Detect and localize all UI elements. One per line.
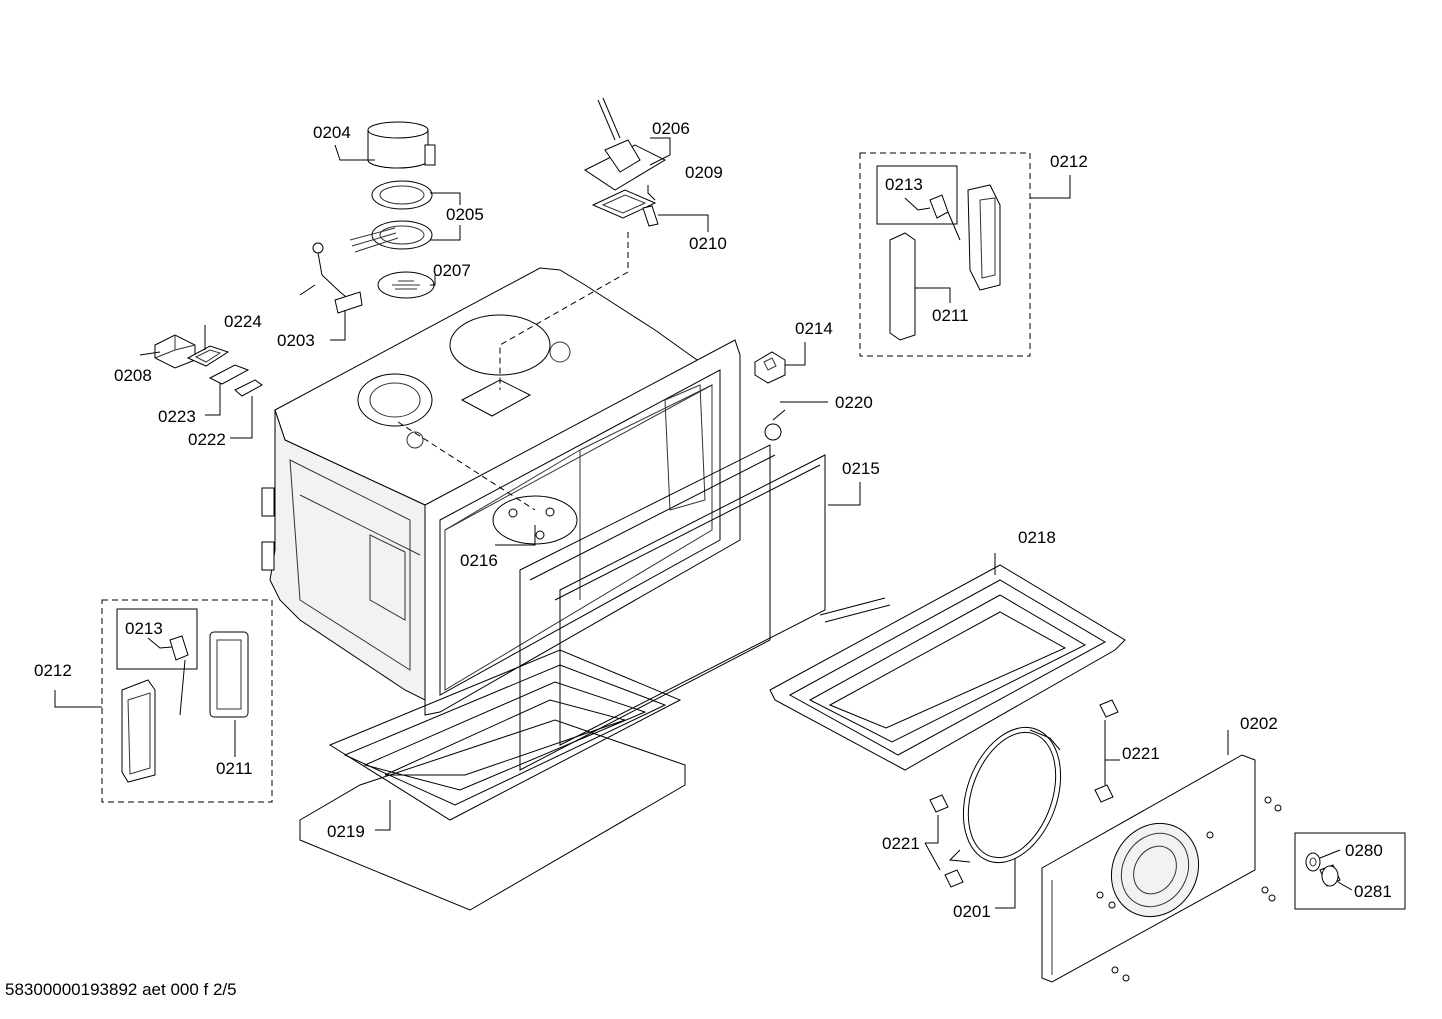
ring-heater — [948, 726, 1062, 864]
leader-lines — [54, 137, 1353, 909]
side-rack-supports — [519, 409, 826, 771]
label-0214[interactable]: 0214 — [795, 319, 833, 338]
label-0210[interactable]: 0210 — [689, 234, 727, 253]
label-0220[interactable]: 0220 — [835, 393, 873, 412]
label-0206[interactable]: 0206 — [652, 119, 690, 138]
bottom-heater — [299, 649, 686, 911]
label-0219[interactable]: 0219 — [327, 822, 365, 841]
label-0211-top[interactable]: 0211 — [932, 306, 969, 325]
label-0207[interactable]: 0207 — [433, 261, 471, 280]
support-pins — [929, 699, 1119, 888]
label-0202[interactable]: 0202 — [1240, 714, 1278, 733]
label-0208[interactable]: 0208 — [114, 366, 152, 385]
label-0213-top[interactable]: 0213 — [885, 175, 923, 194]
hinge-clip — [754, 351, 786, 384]
label-0221-right[interactable]: 0221 — [1122, 744, 1160, 763]
lamp-detail-top — [876, 165, 1001, 341]
oven-cavity — [261, 267, 741, 716]
assembly-guides — [101, 152, 1031, 803]
label-0211-left[interactable]: 0211 — [216, 759, 253, 778]
label-0213-left[interactable]: 0213 — [125, 619, 163, 638]
label-0209[interactable]: 0209 — [685, 163, 723, 182]
label-0203[interactable]: 0203 — [277, 331, 315, 350]
fan-cover — [1041, 754, 1282, 983]
label-0201[interactable]: 0201 — [953, 902, 991, 921]
label-0280[interactable]: 0280 — [1345, 841, 1383, 860]
nut-detail — [1294, 832, 1406, 910]
label-0223[interactable]: 0223 — [158, 407, 196, 426]
label-0216[interactable]: 0216 — [460, 551, 498, 570]
fan-motor-assembly — [299, 121, 436, 314]
lamp-detail-left — [116, 608, 249, 783]
label-0281[interactable]: 0281 — [1354, 882, 1392, 901]
label-0218[interactable]: 0218 — [1018, 528, 1056, 547]
label-0222[interactable]: 0222 — [188, 430, 226, 449]
door-switch-assembly — [154, 334, 263, 397]
label-0215[interactable]: 0215 — [842, 459, 880, 478]
thermostat-assembly — [584, 97, 667, 227]
label-0204[interactable]: 0204 — [313, 123, 351, 142]
label-0205[interactable]: 0205 — [446, 205, 484, 224]
grill-heater — [769, 564, 1126, 771]
label-0224[interactable]: 0224 — [224, 312, 262, 331]
drawing-number: 58300000193892 aet 000 f 2/5 — [5, 980, 237, 999]
label-0221-left[interactable]: 0221 — [882, 834, 920, 853]
label-0212-top[interactable]: 0212 — [1050, 152, 1088, 171]
part-labels: 0204 0205 0207 0203 0206 0209 0210 0212 … — [34, 119, 1392, 921]
label-0212-left[interactable]: 0212 — [34, 661, 72, 680]
